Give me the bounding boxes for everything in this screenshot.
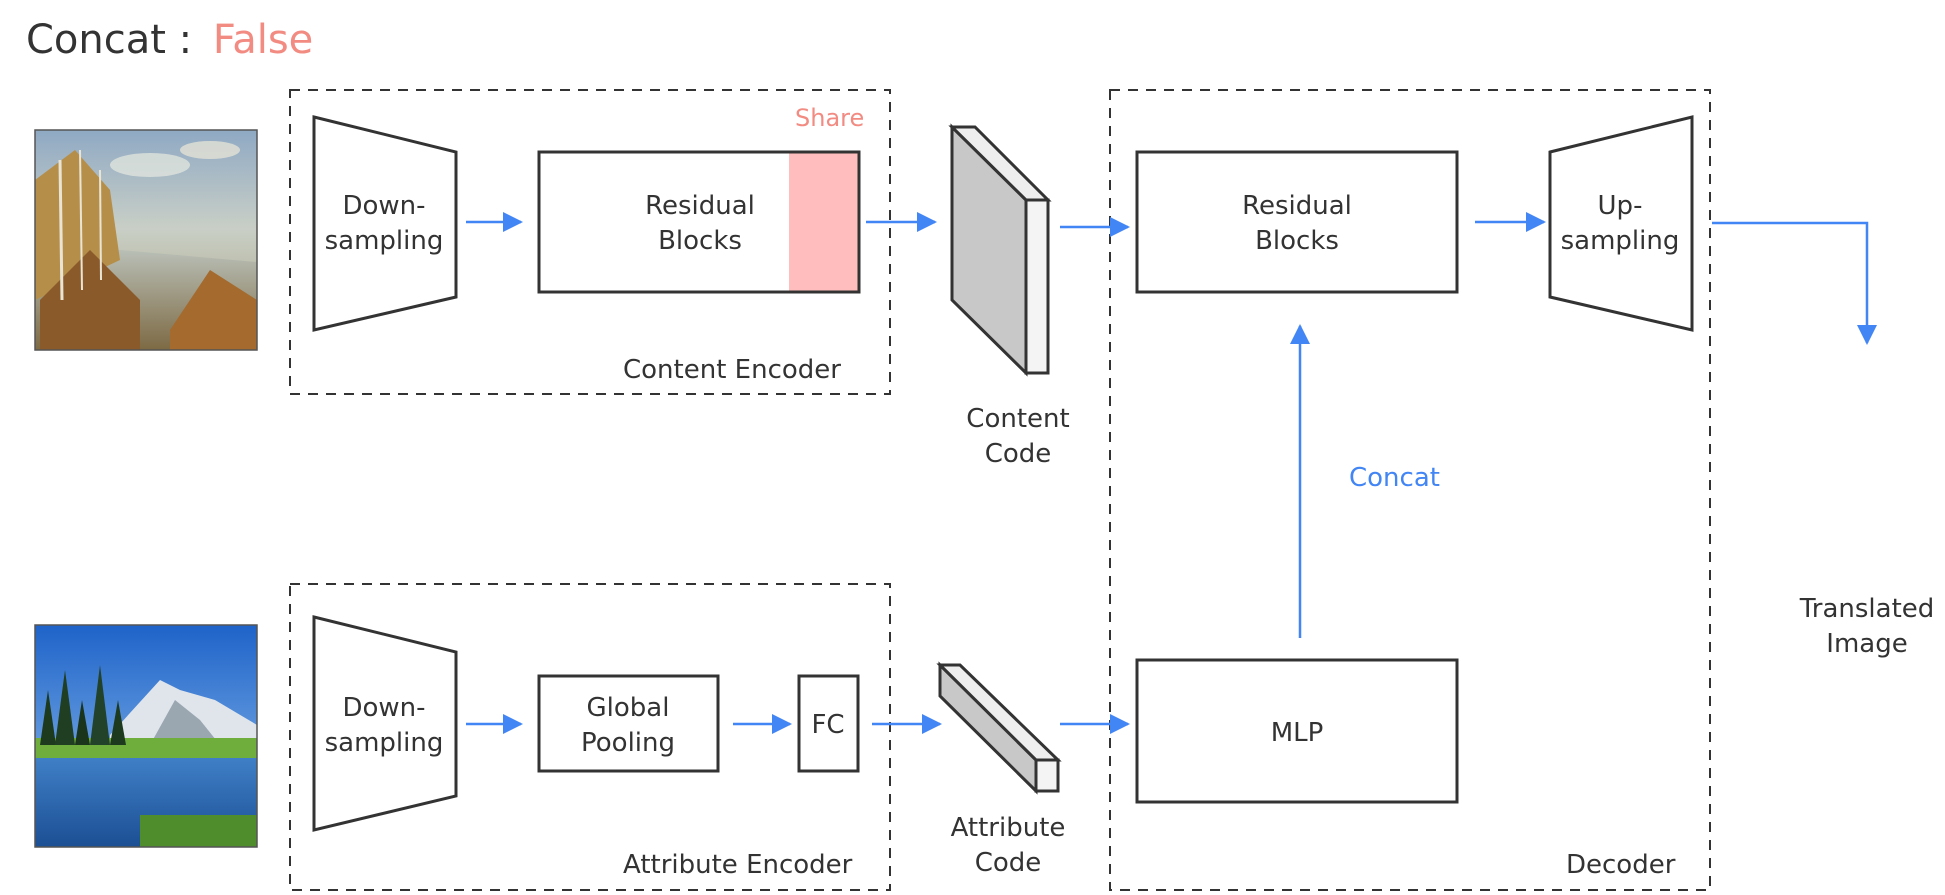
target-image: [34, 624, 258, 848]
content-encoder: Share Content Encoder: [289, 89, 891, 395]
share-region: [789, 153, 858, 291]
fc-layer: FC: [797, 674, 860, 773]
decoder-residual-line1: Residual: [1242, 191, 1352, 221]
content-code-line2: Code: [985, 439, 1052, 469]
content-residual-line1: Residual: [645, 191, 755, 221]
upsampling-line2: sampling: [1561, 226, 1680, 256]
content-code-line1: Content: [966, 404, 1069, 434]
decoder-residual-line2: Blocks: [1255, 226, 1339, 256]
decoder-label: Decoder: [1566, 850, 1676, 880]
title-prefix: Concat :: [26, 17, 192, 63]
attribute-downsampling-line1: Down-: [342, 693, 425, 723]
content-downsampling: Down- sampling: [312, 115, 458, 332]
attribute-encoder: Attribute Encoder: [289, 583, 891, 891]
decoder: Decoder: [1109, 89, 1711, 891]
content-residual-line2: Blocks: [658, 226, 742, 256]
mlp-block: MLP: [1135, 658, 1459, 804]
global-pooling-line1: Global: [587, 693, 670, 723]
concat-label: Concat: [1349, 463, 1440, 493]
content-downsampling-line1: Down-: [342, 191, 425, 221]
content-residual-blocks: Residual Blocks: [537, 150, 861, 294]
source-image: [34, 129, 258, 351]
content-code-block: Content Code: [948, 123, 1070, 469]
attribute-downsampling: Down- sampling: [312, 615, 458, 832]
output-label-line1: Translated: [1799, 594, 1935, 624]
attribute-downsampling-line2: sampling: [325, 728, 444, 758]
arrow-upsampling-to-output: [1712, 221, 1877, 345]
attribute-encoder-label: Attribute Encoder: [623, 850, 853, 880]
upsampling-line1: Up-: [1598, 191, 1643, 221]
global-pooling: Global Pooling: [537, 674, 720, 773]
global-pooling-line2: Pooling: [581, 728, 675, 758]
output-label-line2: Image: [1826, 629, 1907, 659]
page-title: Concat : False: [26, 17, 313, 63]
attribute-code-block: Attribute Code: [936, 661, 1066, 878]
mlp-label: MLP: [1271, 718, 1324, 748]
content-encoder-label: Content Encoder: [623, 355, 841, 385]
upsampling: Up- sampling: [1548, 115, 1694, 332]
arrows: [466, 212, 1877, 734]
fc-label: FC: [811, 710, 844, 740]
decoder-residual-blocks: Residual Blocks: [1135, 150, 1459, 294]
attribute-code-line1: Attribute: [951, 813, 1066, 843]
title-value: False: [213, 17, 313, 63]
content-downsampling-line2: sampling: [325, 226, 444, 256]
attribute-code-line2: Code: [975, 848, 1042, 878]
share-label: Share: [795, 104, 864, 132]
